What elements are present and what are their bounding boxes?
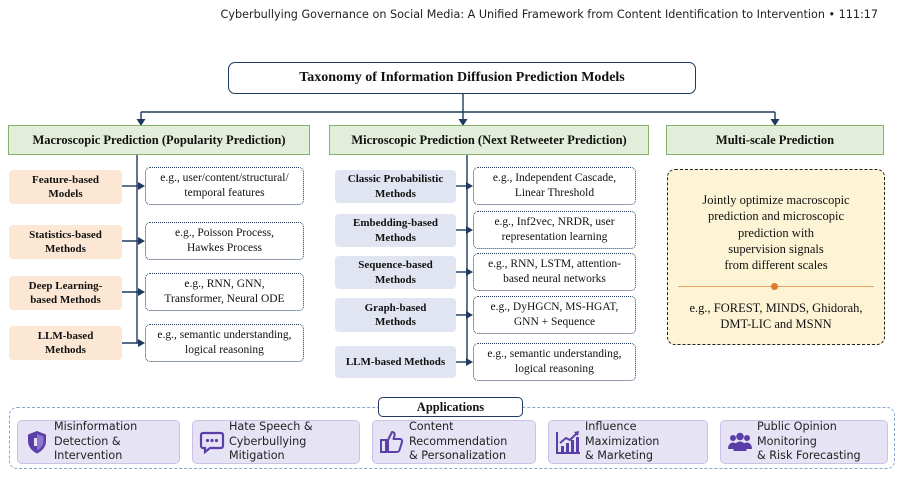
speech-bubble-icon — [199, 431, 225, 455]
micro-method-box: Graph-based Methods — [335, 298, 456, 332]
macro-method-box: Feature-based Models — [9, 170, 122, 204]
people-icon — [728, 432, 752, 451]
micro-method-box: LLM-based Methods — [335, 346, 456, 378]
applications-title: Applications — [378, 397, 523, 417]
application-label: Hate Speech & Cyberbullying Mitigation — [229, 420, 313, 463]
multi-scale-description: Jointly optimize macroscopic prediction … — [702, 193, 850, 272]
taxonomy-title: Taxonomy of Information Diffusion Predic… — [228, 62, 696, 94]
multi-scale-panel: Jointly optimize macroscopic prediction … — [667, 169, 885, 345]
thumbs-up-icon — [380, 431, 404, 453]
application-public-opinion: Public Opinion Monitoring & Risk Forecas… — [720, 420, 888, 464]
microscopic-category: Microscopic Prediction (Next Retweeter P… — [329, 125, 649, 155]
micro-method-example: e.g., DyHGCN, MS-HGAT, GNN + Sequence — [473, 296, 636, 334]
application-hate-speech: Hate Speech & Cyberbullying Mitigation — [192, 420, 360, 464]
macro-method-box: Statistics-based Methods — [9, 225, 122, 259]
macro-method-example: e.g., semantic understanding, logical re… — [145, 324, 304, 362]
micro-method-box: Classic Probabilistic Methods — [335, 170, 456, 203]
growth-chart-icon — [556, 431, 580, 454]
page-header: Cyberbullying Governance on Social Media… — [220, 8, 878, 21]
micro-method-box: Sequence-based Methods — [335, 256, 456, 289]
macroscopic-category: Macroscopic Prediction (Popularity Predi… — [8, 125, 310, 155]
micro-method-example: e.g., semantic understanding, logical re… — [473, 343, 636, 381]
macro-method-example: e.g., Poisson Process, Hawkes Process — [145, 222, 304, 260]
application-influence: Influence Maximization & Marketing — [548, 420, 708, 464]
macro-method-example: e.g., user/content/structural/ temporal … — [145, 167, 304, 205]
micro-method-example: e.g., RNN, LSTM, attention- based neural… — [473, 253, 636, 291]
application-recommendation: Content Recommendation & Personalization — [372, 420, 536, 464]
shield-icon — [28, 431, 46, 454]
application-misinformation: Misinformation Detection & Intervention — [17, 420, 180, 464]
macro-method-box: LLM-based Methods — [9, 326, 122, 360]
application-label: Influence Maximization & Marketing — [585, 420, 660, 463]
application-label: Content Recommendation & Personalization — [409, 420, 508, 463]
macro-method-box: Deep Learning- based Methods — [9, 276, 122, 310]
multi-scale-category: Multi-scale Prediction — [666, 125, 884, 155]
micro-method-example: e.g., Inf2vec, NRDR, user representation… — [473, 211, 636, 249]
divider-dot — [771, 283, 778, 290]
micro-method-box: Embedding-based Methods — [335, 214, 456, 247]
macro-method-example: e.g., RNN, GNN, Transformer, Neural ODE — [145, 273, 304, 311]
application-label: Misinformation Detection & Intervention — [54, 420, 138, 463]
micro-method-example: e.g., Independent Cascade, Linear Thresh… — [473, 167, 636, 205]
application-label: Public Opinion Monitoring & Risk Forecas… — [757, 420, 861, 463]
multi-scale-examples: e.g., FOREST, MINDS, Ghidorah, DMT-LIC a… — [689, 301, 863, 332]
